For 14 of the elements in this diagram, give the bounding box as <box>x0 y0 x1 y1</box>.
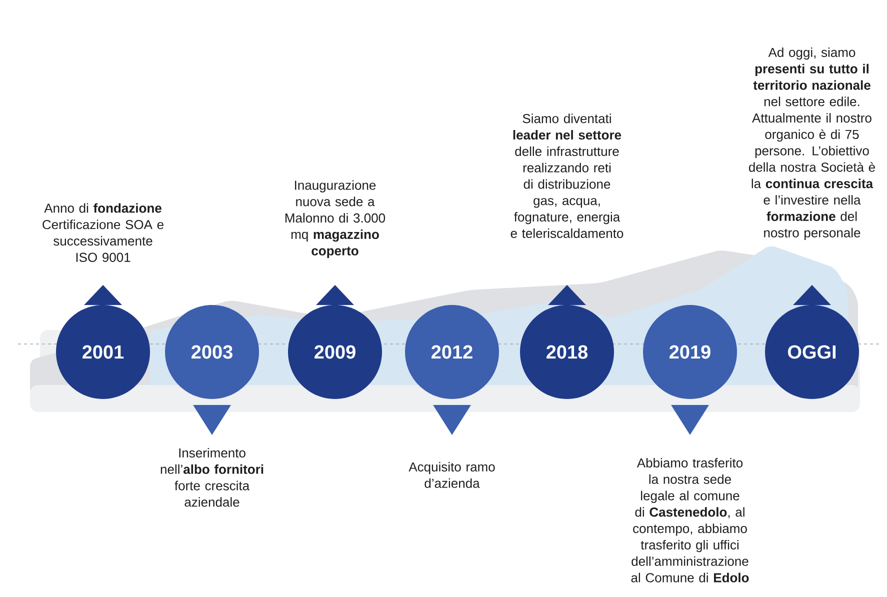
pointer-arrow <box>793 285 831 306</box>
pointer-arrow <box>316 285 354 306</box>
milestone-text: Inaugurazione nuova sede a Malonno di 3.000 mq magazzino coperto <box>285 180 386 258</box>
milestone-text: Siamo diventati leader nel settore delle infrastrutture realizzando reti di distribuzione gas, acqua, fognature, energia e teleriscaldamento <box>510 114 624 238</box>
milestone-text: Anno di fondazione Certificazione SOA e successivamente ISO 9001 <box>42 203 164 262</box>
pointer-arrow <box>671 404 709 435</box>
pointer-arrow <box>193 404 231 435</box>
pointer-arrow <box>84 285 122 306</box>
milestone-text: Inserimento nell’albo fornitori forte crescita aziendale <box>160 448 264 507</box>
milestone-text: Abbiamo trasferito la nostra sede legale al comune di Castenedolo, al contempo, abbiamo trasferito gli uffici dell’amministrazione al Comune di Edolo <box>631 458 749 582</box>
pointer-arrow <box>433 404 471 435</box>
pointer-arrow <box>548 285 586 306</box>
milestone-text: Acquisito ramo d’azienda <box>408 462 495 488</box>
milestone-text: Ad oggi, siamo presenti su tutto il territorio nazionale nel settore edile. Attualmente il nostro organico è di 75 persone. L’obiettivo della nostra Società è la continua crescita e l’investire nella formazione del nostro personale <box>748 47 875 240</box>
